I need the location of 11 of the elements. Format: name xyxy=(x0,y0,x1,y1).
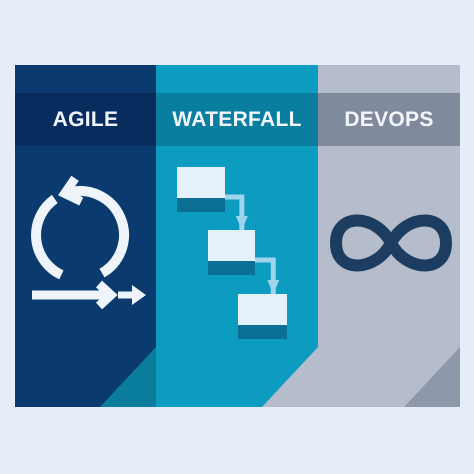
stage-box xyxy=(208,230,255,275)
stage-box xyxy=(238,294,287,339)
arrow xyxy=(255,258,280,294)
column-panel xyxy=(318,65,460,407)
column-panel xyxy=(156,65,318,407)
stage-box xyxy=(177,167,225,212)
column-title: AGILE xyxy=(52,108,118,132)
column-panel xyxy=(15,65,156,407)
arrow xyxy=(225,194,248,230)
column-title: WATERFALL xyxy=(172,108,302,132)
column-title: DEVOPS xyxy=(344,108,434,132)
